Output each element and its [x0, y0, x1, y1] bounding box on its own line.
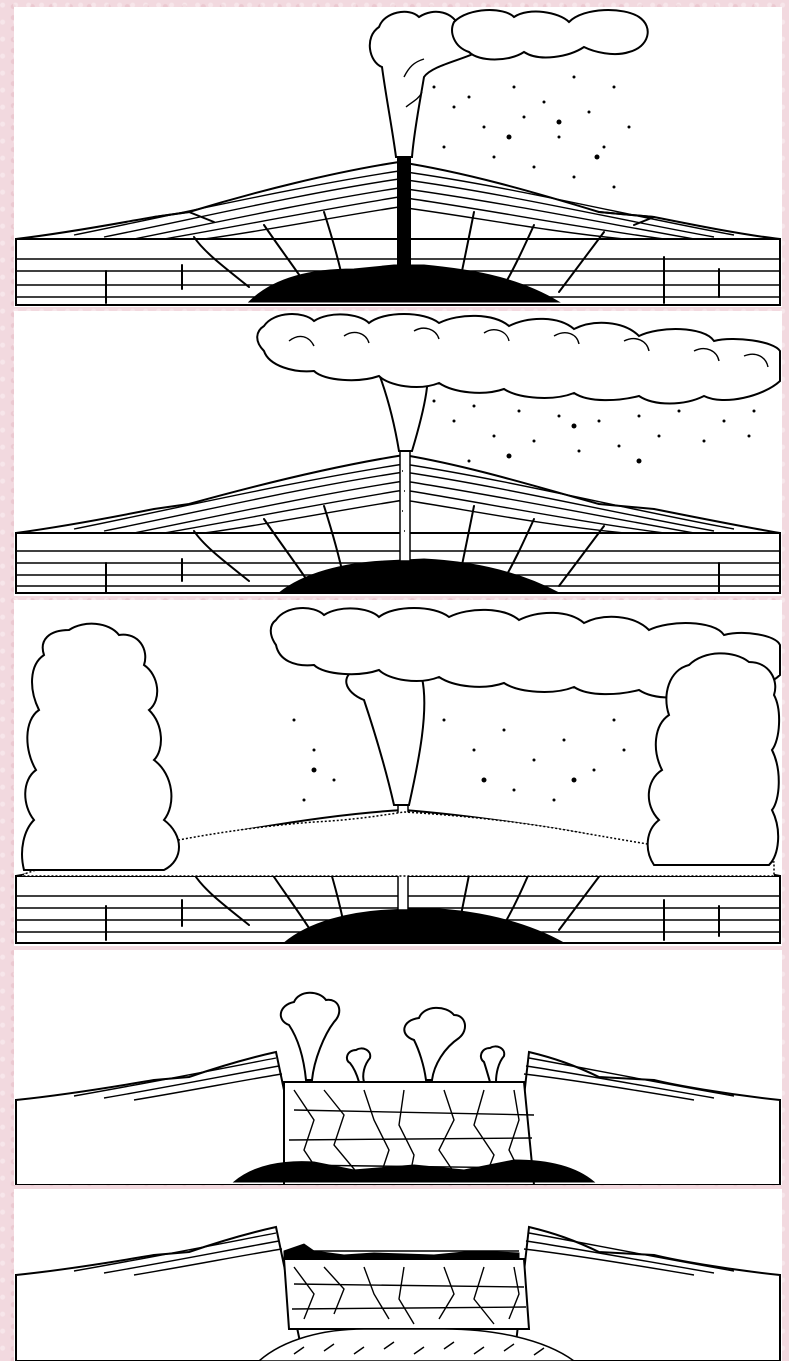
stage-1-panel: [14, 7, 782, 307]
stage-2-panel: [14, 311, 782, 596]
ash-fall: [433, 400, 756, 464]
collapsed-caldera-blocks: [284, 1259, 529, 1329]
stage-3-panel: [14, 600, 782, 946]
pyroclastic-flow-left: [22, 624, 179, 870]
stage-5-panel: [14, 1189, 782, 1361]
ash-fall: [293, 719, 626, 802]
fumaroles: [281, 993, 504, 1082]
conduit: [400, 451, 410, 561]
eruption-column: [257, 314, 780, 451]
conduit: [397, 157, 411, 272]
ash-fall: [433, 76, 631, 189]
stage-4-panel: [14, 950, 782, 1185]
caldera-lake: [284, 1244, 519, 1259]
